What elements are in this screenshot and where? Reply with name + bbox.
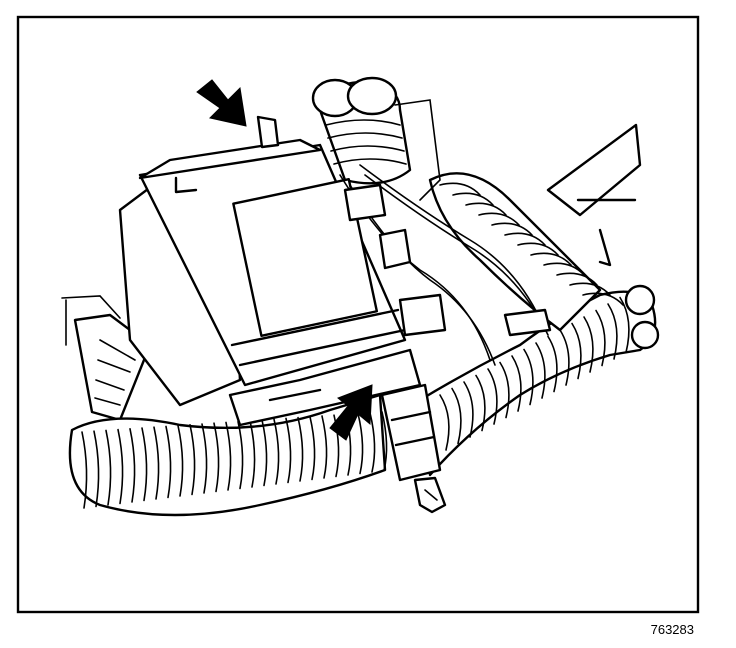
harness-rib [491,222,533,236]
harness-rib [285,417,292,484]
harness-rib [189,424,196,496]
harness-rib [583,316,594,373]
harness-rib [321,415,328,479]
figure-number: 763283 [650,622,694,637]
harness-rib [569,282,611,296]
harness-rib [535,342,546,399]
harness-rib [165,425,172,499]
harness-rib [93,430,100,508]
harness-rib [225,421,232,491]
arrow-top [196,79,247,127]
harness-rib [451,387,462,445]
harness-rib [543,262,585,276]
harness-rib [547,335,558,393]
harness-rib [530,252,572,266]
harness-rib [261,419,268,487]
harness-rib [439,182,481,196]
harness-rib [117,428,124,505]
harness-rib [607,303,618,360]
background-bracket [546,123,642,267]
harness-rib [201,423,208,494]
harness-rib [517,242,559,256]
harness-rib [333,414,340,478]
harness-rib [249,420,256,488]
lower-corrugated-harness [68,393,388,517]
harness-rib [511,355,522,412]
harness-rib [177,424,184,497]
harness-rib [369,412,376,473]
wire-bundle [339,99,552,366]
harness-rib [595,309,606,367]
electronic-module [118,115,407,407]
illustration-frame [16,15,700,614]
harness-rib [556,272,598,286]
harness-rib [571,322,582,380]
harness-rib [619,296,630,354]
harness-rib [153,426,160,500]
harness-rib [381,411,388,472]
harness-rib [478,212,520,226]
harness-rib [452,192,494,206]
harness-clamp [380,383,447,514]
harness-rib [297,416,304,482]
harness-rib [439,394,450,451]
harness-rib [487,368,498,425]
harness-rib [582,292,624,306]
harness-rib [559,329,570,386]
vertical-conduit [311,76,412,185]
harness-rib [81,431,88,509]
harness-rib [309,416,316,481]
harness-rib [105,429,112,506]
harness-rib [463,381,474,438]
harness-rib [504,232,546,246]
harness-rib [141,427,148,502]
right-corrugated-harness [418,172,660,477]
harness-rib [465,202,507,216]
harness-rib [475,374,486,432]
harness-rib [499,361,510,419]
harness-rib [273,418,280,485]
harness-rib [213,422,220,493]
harness-rib [523,348,534,406]
harness-rib [129,428,136,503]
harness-rib [237,420,244,490]
harness-rib [357,412,364,475]
arrow-bottom [329,384,373,441]
